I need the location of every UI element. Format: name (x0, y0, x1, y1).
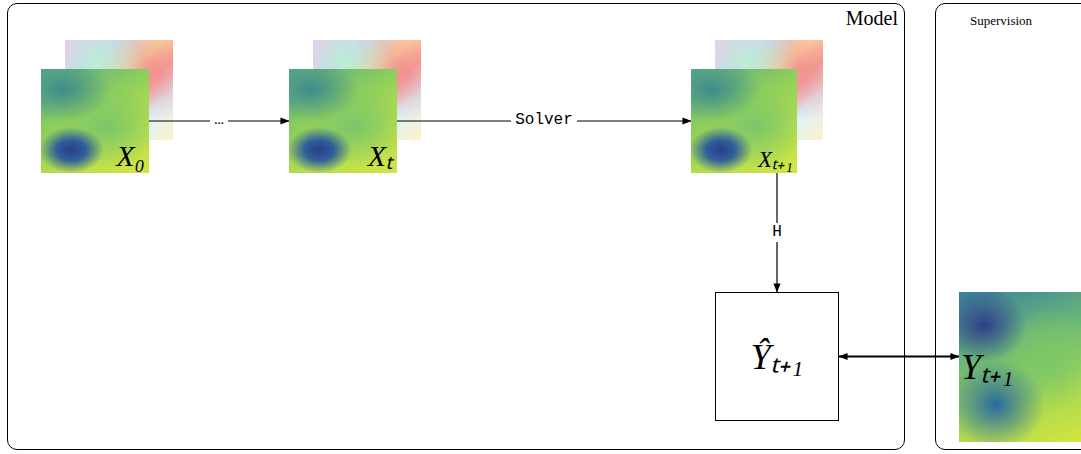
edge-label: H (768, 223, 786, 242)
flow-arrow (839, 356, 959, 358)
group-label: Supervision (970, 13, 1032, 29)
math-label: Xₜ (368, 141, 393, 171)
prediction-box: Ŷₜ₊₁ (715, 292, 839, 421)
edge-label: … (210, 111, 228, 130)
math-label: X₀ (116, 141, 145, 171)
math-label: Ŷₜ₊₁ (751, 339, 804, 375)
edge-label: Solver (511, 111, 577, 130)
state-image: Xₜ (289, 69, 397, 173)
target-image: Yₜ₊₁ (959, 292, 1081, 442)
state-image: X₀ (41, 69, 149, 173)
group-label: Model (846, 7, 898, 30)
math-label: Yₜ₊₁ (961, 349, 1014, 385)
state-image: Xₜ₊₁ (691, 69, 797, 173)
math-label: Xₜ₊₁ (758, 148, 793, 171)
supervision-frame: SupervisionYₜ₊₁ (935, 3, 1081, 450)
